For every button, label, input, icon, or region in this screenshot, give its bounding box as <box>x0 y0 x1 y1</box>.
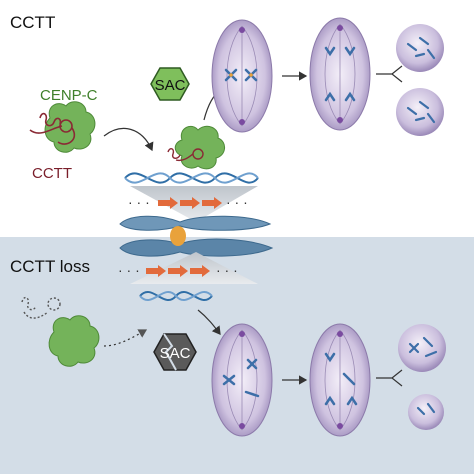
daughter-cell-icon <box>396 24 444 72</box>
cenp-c-label: CENP-C <box>40 87 98 104</box>
cctt-rna-label: CCTT <box>32 165 72 182</box>
daughter-cell-icon <box>396 88 444 136</box>
ellipsis-left: · · · <box>128 194 150 210</box>
arrow-icon <box>197 309 221 335</box>
daughter-cell-icon <box>398 324 446 372</box>
spindle-cell-icon <box>211 19 273 133</box>
chromosome-icon <box>119 215 274 257</box>
arrow-icon <box>103 127 154 152</box>
sac-hexagon-icon: SAC <box>150 67 190 101</box>
dna-helix-icon <box>139 290 213 302</box>
bottom-panel-title: CCTT loss <box>10 257 90 276</box>
split-arrow-icon <box>376 65 403 83</box>
spindle-cell-icon <box>211 323 273 437</box>
top-panel-title: CCTT <box>10 13 55 32</box>
spindle-cell-icon <box>309 17 371 131</box>
broken-sac-hexagon-icon: SAC <box>153 333 197 371</box>
top-sac-label: SAC <box>155 77 186 94</box>
spindle-cell-icon <box>309 323 371 437</box>
arrow-row-top <box>158 197 222 209</box>
dotted-arrow-icon <box>103 329 148 347</box>
ellipsis-right: · · · <box>226 194 248 210</box>
daughter-cell-icon <box>408 394 444 430</box>
rna-icon <box>29 112 76 145</box>
arrow-row-bottom <box>146 265 210 277</box>
ellipsis-left: · · · <box>118 262 140 278</box>
rna-icon <box>167 147 204 162</box>
protein-icon <box>48 315 100 367</box>
ellipsis-right: · · · <box>216 262 238 278</box>
protein-icon <box>44 101 96 153</box>
dna-helix-icon <box>124 172 259 184</box>
split-arrow-icon <box>376 369 403 387</box>
bottom-sac-label: SAC <box>160 345 191 362</box>
rna-icon <box>21 296 61 319</box>
